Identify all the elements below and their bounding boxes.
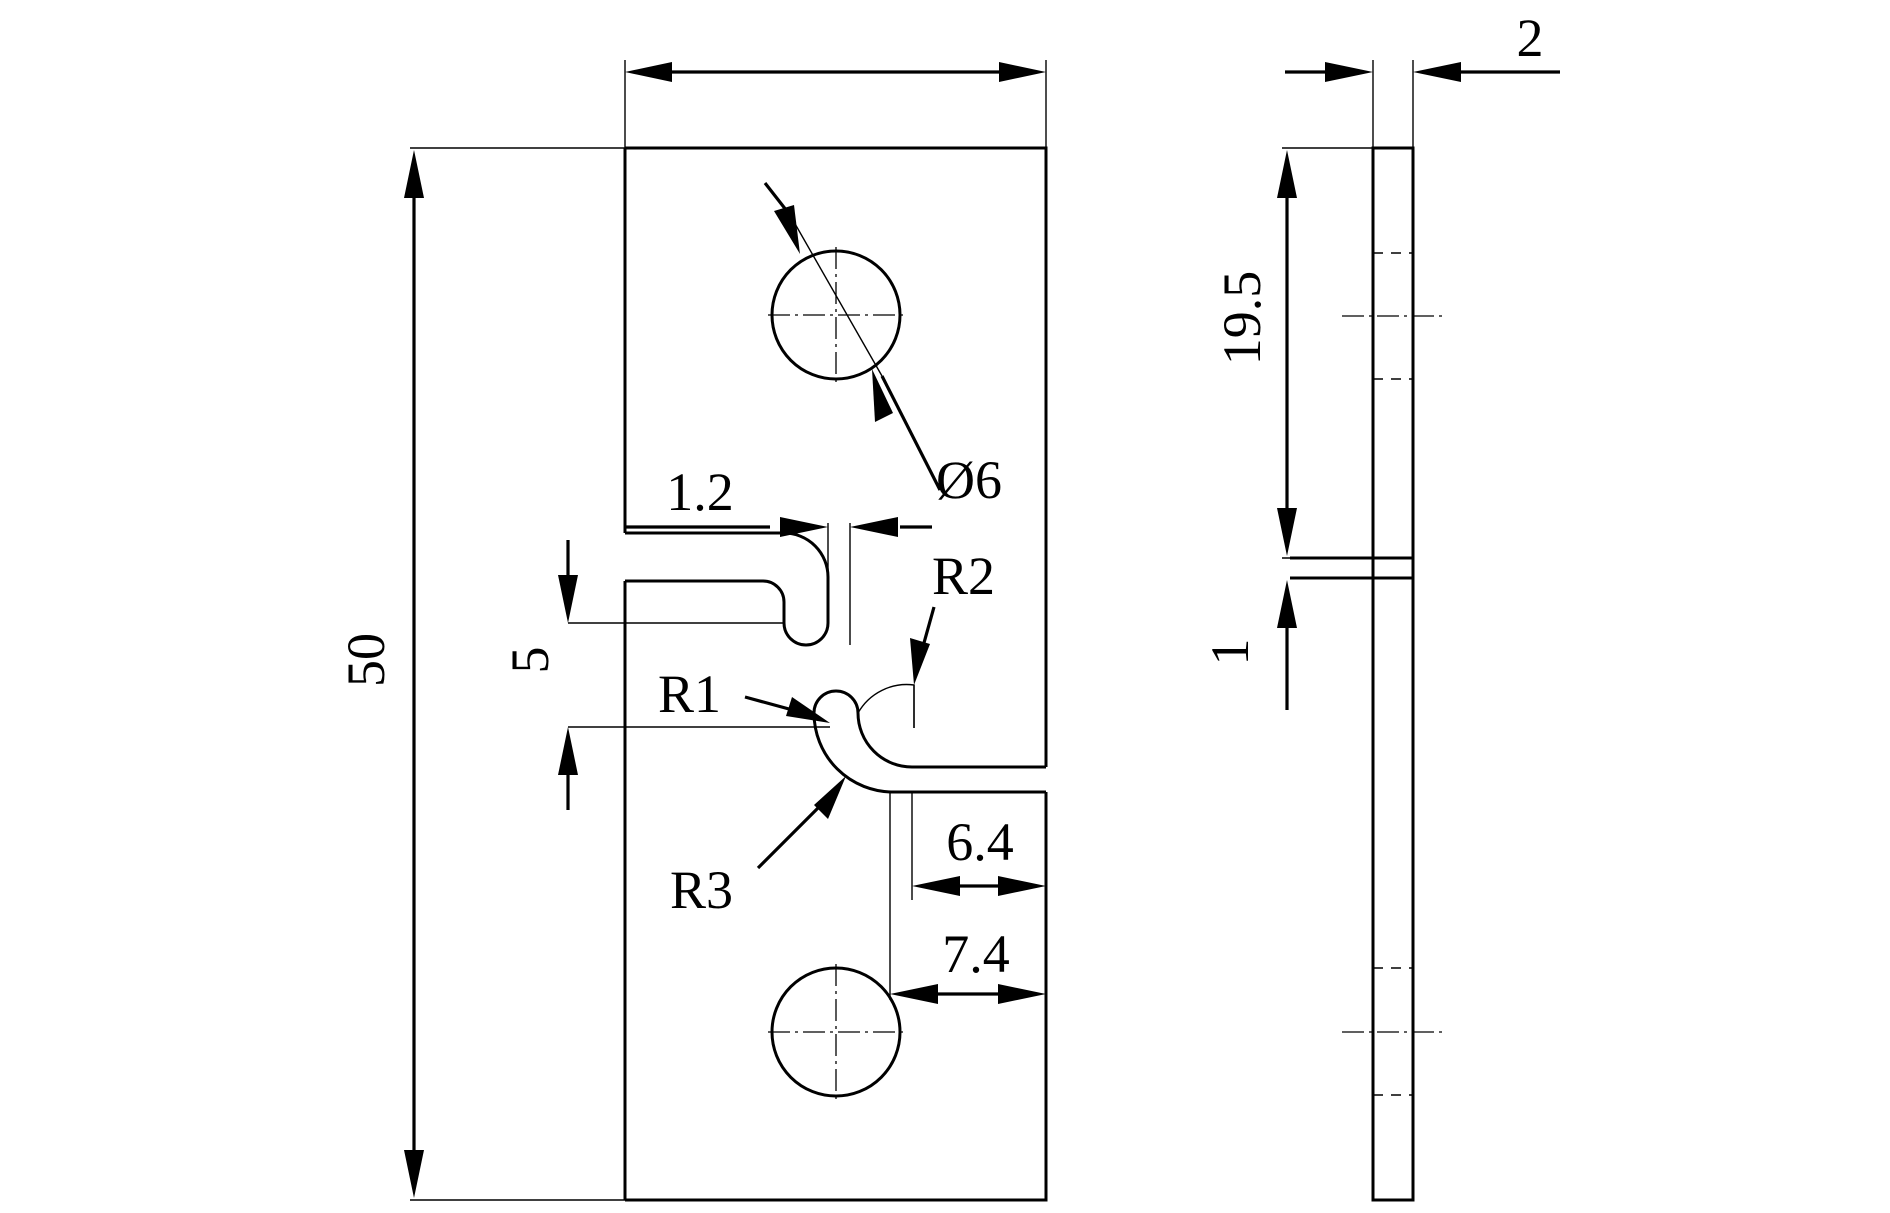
side-view	[1290, 146, 1442, 1202]
extension-lines	[410, 60, 1047, 1201]
thickness-label: 2	[1517, 8, 1544, 68]
r1-label: R1	[658, 664, 721, 724]
step-b-dimension: 7.4	[890, 924, 1046, 1004]
slot-width-dimension: 1.2	[625, 462, 932, 537]
hole-offset-dimension: 19.5	[1212, 150, 1297, 556]
step-a-label: 6.4	[946, 812, 1014, 872]
r3-leader: R3	[670, 776, 846, 920]
r1-leader: R1	[658, 664, 830, 724]
diameter-dimension: Ø6	[763, 182, 1002, 510]
lower-notch	[812, 689, 1046, 794]
side-extension-lines	[1282, 60, 1414, 559]
length-dimension: 50	[336, 150, 424, 1198]
length-label: 50	[336, 633, 396, 687]
thickness-dimension: 2	[1285, 8, 1560, 82]
hole-offset-label: 19.5	[1212, 271, 1272, 366]
gap-dimension: 5	[500, 540, 578, 810]
r3-label: R3	[670, 860, 733, 920]
r2-construction-arc	[857, 683, 915, 728]
r2-leader: R2	[910, 546, 995, 685]
diameter-label: Ø6	[936, 450, 1002, 510]
side-plate	[1371, 146, 1415, 1202]
width-dimension	[625, 62, 1046, 82]
upper-slot	[625, 531, 830, 647]
r2-label: R2	[932, 546, 995, 606]
step-a-dimension: 6.4	[912, 812, 1046, 896]
gap-label: 5	[500, 647, 560, 674]
slot-thickness-label: 1	[1200, 639, 1260, 666]
step-b-label: 7.4	[942, 924, 1010, 984]
slot-thickness-dimension: 1	[1200, 580, 1297, 710]
slot-width-label: 1.2	[666, 462, 734, 522]
